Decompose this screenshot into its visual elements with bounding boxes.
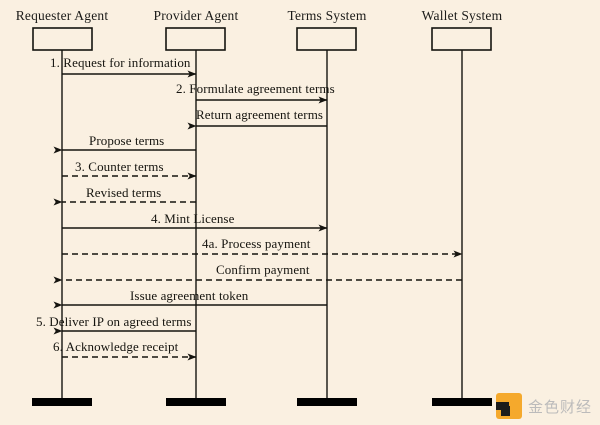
- lifeline-terminator-provider: [166, 398, 226, 406]
- message-label-11: 6. Acknowledge receipt: [53, 339, 179, 354]
- actor-label-wallet: Wallet System: [421, 8, 503, 23]
- terminators-group: [32, 398, 492, 406]
- message-label-10: 5. Deliver IP on agreed terms: [36, 314, 192, 329]
- lifeline-terminator-terms: [297, 398, 357, 406]
- actor-box-requester[interactable]: [32, 27, 93, 51]
- message-label-6: 4. Mint License: [151, 211, 235, 226]
- messages-group: [53, 70, 463, 361]
- lifeline-terminator-wallet: [432, 398, 492, 406]
- actor-box-wallet[interactable]: [431, 27, 492, 51]
- watermark: 金色财经: [495, 393, 592, 419]
- message-label-1: 2. Formulate agreement terms: [176, 81, 335, 96]
- message-label-4: 3. Counter terms: [75, 159, 164, 174]
- actor-boxes-group: [32, 27, 492, 51]
- message-label-0: 1. Request for information: [50, 55, 191, 70]
- actor-label-requester: Requester Agent: [15, 8, 109, 23]
- message-label-3: Propose terms: [89, 133, 165, 148]
- watermark-logo-icon: [495, 393, 522, 419]
- actor-label-provider: Provider Agent: [153, 8, 239, 23]
- actor-label-terms: Terms System: [287, 8, 367, 23]
- message-label-2: Return agreement terms: [196, 107, 324, 122]
- message-label-9: Issue agreement token: [130, 288, 249, 303]
- actor-box-provider[interactable]: [165, 27, 226, 51]
- actor-box-terms[interactable]: [296, 27, 357, 51]
- lifeline-terminator-requester: [32, 398, 92, 406]
- message-label-7: 4a. Process payment: [202, 236, 311, 251]
- watermark-text: 金色财经: [527, 397, 592, 416]
- message-label-8: Confirm payment: [216, 262, 310, 277]
- message-label-5: Revised terms: [86, 185, 162, 200]
